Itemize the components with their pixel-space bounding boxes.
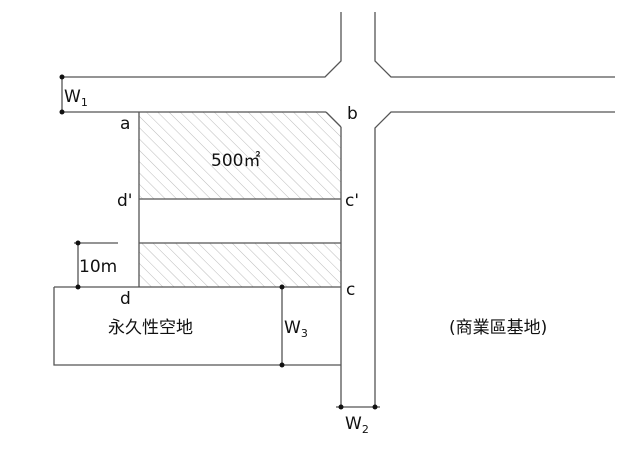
- dim-10m-dot-top: [75, 240, 81, 246]
- upper-hatched-area: [139, 112, 341, 199]
- label-a: a: [120, 114, 130, 134]
- lower-hatched-area: [139, 243, 341, 287]
- label-area: 500㎡: [211, 151, 260, 171]
- label-c: c: [346, 280, 355, 300]
- road-bottom-right-edge: [374, 111, 615, 407]
- dim-w1-dot-bottom: [59, 109, 65, 115]
- corner-chamfer-b: [325, 111, 342, 128]
- open-space-outline: [53, 287, 341, 366]
- label-open-space: 永久性空地: [108, 318, 193, 338]
- road-w1-top-edge: [62, 12, 342, 78]
- dim-10m-dot-bottom: [75, 284, 81, 290]
- label-d-prime: d': [117, 191, 132, 211]
- label-w2: W2: [345, 414, 369, 436]
- dim-w2-dot-right: [372, 404, 378, 410]
- dim-w1-dot-top: [59, 74, 65, 80]
- dim-w3-dot-bottom: [279, 362, 285, 368]
- label-b: b: [347, 104, 358, 124]
- label-d: d: [120, 289, 131, 309]
- label-10m: 10m: [79, 257, 117, 277]
- label-commercial: (商業區基地): [449, 318, 547, 338]
- label-c-prime: c': [345, 191, 359, 211]
- label-w1: W1: [64, 87, 88, 109]
- dim-w2-dot-left: [338, 404, 344, 410]
- dim-w3-dot-top: [279, 284, 285, 290]
- label-w3: W3: [284, 318, 308, 340]
- road-top-right-edge: [374, 12, 615, 78]
